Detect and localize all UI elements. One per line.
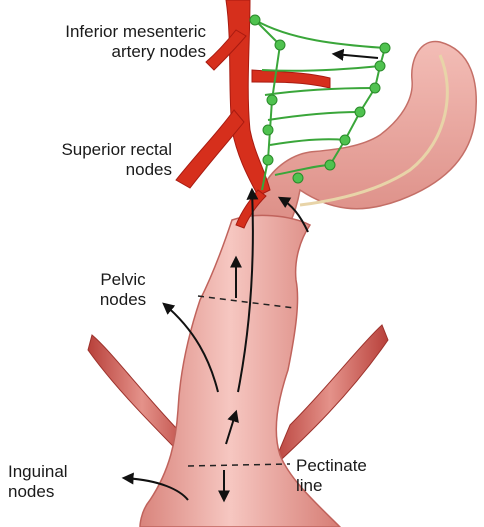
artery-branch-right [252, 70, 330, 88]
label-line-2: artery nodes [20, 42, 206, 62]
label-line-1: Inguinal [8, 462, 88, 482]
label-line-1: Superior rectal [22, 140, 172, 160]
label-line-2: nodes [8, 482, 88, 502]
label-inferior-mesenteric-artery-nodes: Inferior mesenteric artery nodes [20, 22, 206, 62]
label-line-1: Inferior mesenteric [20, 22, 206, 42]
label-pectinate-line: Pectinate line [296, 456, 396, 496]
label-superior-rectal-nodes: Superior rectal nodes [22, 140, 172, 180]
label-line-1: Pectinate [296, 456, 396, 476]
artery-branch-left [176, 110, 244, 188]
label-line-2: nodes [22, 160, 172, 180]
label-line-1: Pelvic [88, 270, 158, 290]
label-pelvic-nodes: Pelvic nodes [88, 270, 158, 310]
arrow-to-ima-nodes [334, 54, 378, 58]
label-line-2: line [296, 476, 396, 496]
label-line-2: nodes [88, 290, 158, 310]
label-inguinal-nodes: Inguinal nodes [8, 462, 88, 502]
